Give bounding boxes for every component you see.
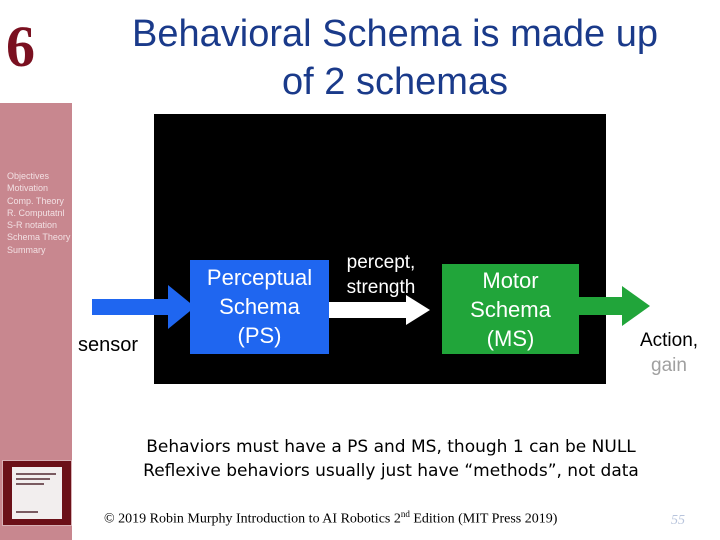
gain-label-line: gain <box>651 355 687 376</box>
action-output-arrow <box>579 286 650 326</box>
footer-text: © 2019 Robin Murphy Introduction to AI R… <box>104 511 401 527</box>
nav-item-r-computatnl[interactable]: R. Computatnl <box>7 207 65 218</box>
nav-item-motivation[interactable]: Motivation <box>7 183 49 194</box>
nav-item-objectives[interactable]: Objectives <box>7 171 50 181</box>
book-cover-line <box>16 473 56 475</box>
chapter-number: 6 <box>6 14 35 79</box>
copyright-footer: © 2019 Robin Murphy Introduction to AI R… <box>104 509 557 528</box>
sidebar-nav: Objectives Motivation Comp. Theory R. Co… <box>7 170 70 256</box>
sensor-label: sensor <box>78 334 139 356</box>
nav-item-sr-notation[interactable]: S-R notation <box>7 220 58 231</box>
motor-schema-box <box>442 264 579 354</box>
perceptual-schema-label: Perceptual Schema (PS) <box>190 263 329 350</box>
nav-item-comp-theory[interactable]: Comp. Theory <box>7 195 64 206</box>
book-cover-line <box>16 511 38 513</box>
footer-text-end: Edition (MIT Press 2019) <box>409 511 558 527</box>
page-number: 55 <box>671 513 685 528</box>
connection-label: percept, strength <box>336 250 426 300</box>
action-label-line: Action, <box>639 330 699 351</box>
perceptual-schema-line: (PS) <box>237 323 282 348</box>
caption-line-1: Behaviors must have a PS and MS, though … <box>146 437 636 457</box>
book-cover-line <box>16 483 44 485</box>
perceptual-schema-line: Perceptual <box>206 265 313 290</box>
action-label: Action, gain <box>624 328 714 378</box>
title-line-1: Behavioral Schema is made up <box>132 13 658 55</box>
title-line-2: of 2 schemas <box>282 61 508 103</box>
motor-schema-label: Motor Schema (MS) <box>442 266 579 353</box>
motor-schema-line: (MS) <box>486 326 535 351</box>
book-cover-line <box>16 478 50 480</box>
nav-item-summary[interactable]: Summary <box>7 244 46 255</box>
footer-superscript: nd <box>400 509 410 519</box>
connection-label-line: strength <box>346 277 416 298</box>
slide-title: Behavioral Schema is made up of 2 schema… <box>100 10 690 106</box>
caption: Behaviors must have a PS and MS, though … <box>96 435 686 483</box>
perceptual-schema-box <box>190 260 329 354</box>
book-cover-image <box>2 460 72 526</box>
perceptual-schema-line: Schema <box>219 294 300 319</box>
motor-schema-line: Motor <box>482 268 539 293</box>
percept-connection-arrow <box>329 295 430 325</box>
motor-schema-line: Schema <box>470 297 551 322</box>
book-cover-art <box>12 467 62 519</box>
nav-item-schema-theory[interactable]: Schema Theory <box>7 232 71 243</box>
sensor-input-arrow <box>92 285 195 329</box>
caption-line-2: Reflexive behaviors usually just have “m… <box>143 461 639 481</box>
connection-label-line: percept, <box>346 252 416 273</box>
